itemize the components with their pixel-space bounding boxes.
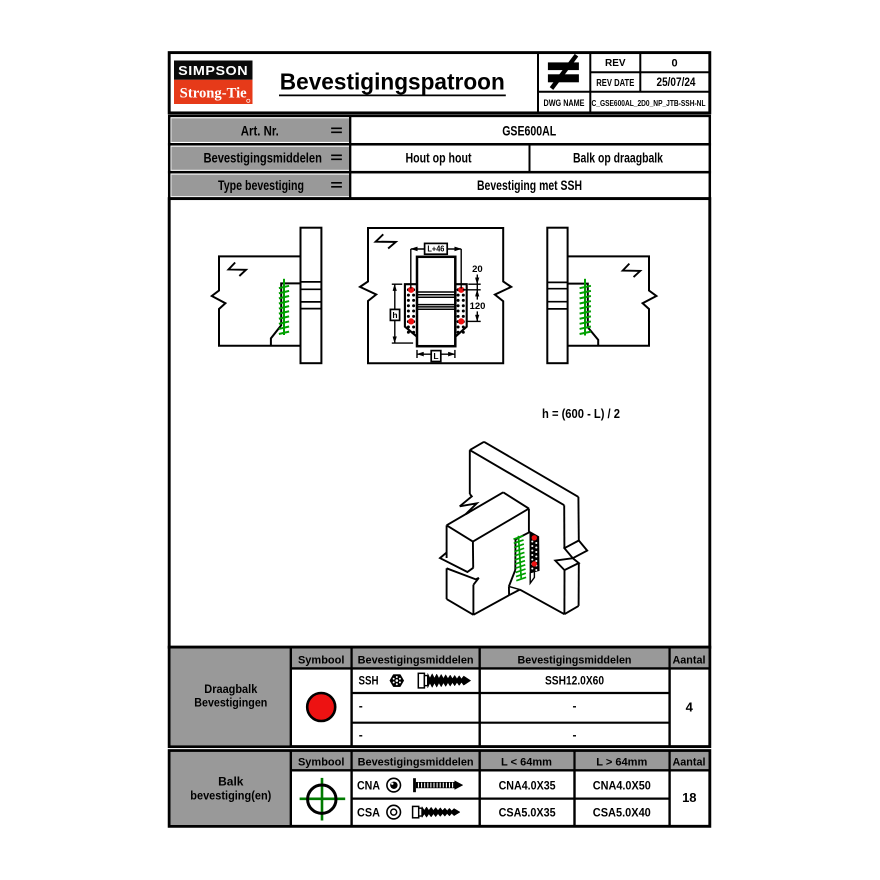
- svg-text:Aantal: Aantal: [673, 654, 706, 666]
- svg-text:CSA5.0X35: CSA5.0X35: [499, 807, 557, 819]
- svg-text:120: 120: [470, 301, 486, 312]
- svg-text:Bevestigingsmiddelen: Bevestigingsmiddelen: [358, 756, 474, 768]
- svg-text:REV: REV: [605, 58, 626, 69]
- svg-text:=: =: [330, 123, 343, 139]
- svg-text:Bevestigingspatroon: Bevestigingspatroon: [280, 69, 505, 95]
- svg-text:Aantal: Aantal: [673, 756, 706, 768]
- svg-text:DWG NAME: DWG NAME: [544, 98, 585, 108]
- svg-text:-: -: [359, 728, 363, 742]
- svg-text:4: 4: [686, 700, 694, 715]
- svg-text:CSA: CSA: [357, 807, 380, 819]
- svg-text:=: =: [330, 178, 343, 194]
- svg-text:Symbool: Symbool: [298, 756, 344, 768]
- svg-text:CNA: CNA: [357, 780, 380, 792]
- svg-text:0: 0: [671, 58, 677, 70]
- svg-text:bevestiging(en): bevestiging(en): [190, 789, 271, 803]
- svg-text:18: 18: [682, 790, 696, 805]
- svg-text:Balk: Balk: [218, 775, 244, 789]
- svg-text:Balk op draagbalk: Balk op draagbalk: [573, 151, 663, 166]
- svg-text:L+46: L+46: [427, 244, 444, 254]
- svg-text:Bevestigingsmiddelen: Bevestigingsmiddelen: [518, 654, 632, 666]
- svg-text:SSH12.0X60: SSH12.0X60: [545, 676, 604, 688]
- svg-text:L < 64mm: L < 64mm: [501, 756, 552, 768]
- svg-text:-: -: [573, 728, 577, 742]
- svg-text:25/07/24: 25/07/24: [657, 77, 697, 89]
- svg-text:CNA4.0X35: CNA4.0X35: [499, 780, 557, 792]
- svg-text:CNA4.0X50: CNA4.0X50: [593, 780, 651, 792]
- svg-text:CSA5.0X40: CSA5.0X40: [593, 807, 651, 819]
- svg-text:Bevestigingsmiddelen: Bevestigingsmiddelen: [203, 151, 322, 166]
- svg-text:L > 64mm: L > 64mm: [596, 756, 647, 768]
- svg-text:REV DATE: REV DATE: [596, 78, 634, 89]
- svg-text:h = (600 - L) / 2: h = (600 - L) / 2: [542, 406, 620, 421]
- svg-text:=: =: [330, 151, 343, 167]
- svg-text:SIMPSON: SIMPSON: [178, 63, 248, 78]
- svg-text:Draagbalk: Draagbalk: [204, 682, 257, 696]
- svg-text:20: 20: [472, 264, 483, 275]
- svg-text:Bevestigingsmiddelen: Bevestigingsmiddelen: [358, 654, 474, 666]
- svg-text:-: -: [359, 699, 363, 713]
- svg-text:Symbool: Symbool: [298, 654, 344, 666]
- svg-text:SSH: SSH: [359, 676, 379, 688]
- svg-text:Bevestiging met SSH: Bevestiging met SSH: [477, 178, 582, 193]
- svg-text:L: L: [433, 351, 438, 361]
- svg-text:Hout op hout: Hout op hout: [406, 151, 472, 166]
- svg-text:h: h: [392, 310, 397, 320]
- svg-text:-: -: [573, 699, 577, 713]
- svg-text:Type bevestiging: Type bevestiging: [218, 178, 304, 193]
- svg-text:Strong-Tie: Strong-Tie: [180, 86, 248, 102]
- svg-text:Art. Nr.: Art. Nr.: [241, 123, 279, 138]
- svg-text:Bevestigingen: Bevestigingen: [194, 696, 267, 710]
- svg-text:C_GSE600AL_2D0_NP_JTB-SSH-NL: C_GSE600AL_2D0_NP_JTB-SSH-NL: [592, 99, 706, 108]
- svg-text:GSE600AL: GSE600AL: [502, 122, 556, 138]
